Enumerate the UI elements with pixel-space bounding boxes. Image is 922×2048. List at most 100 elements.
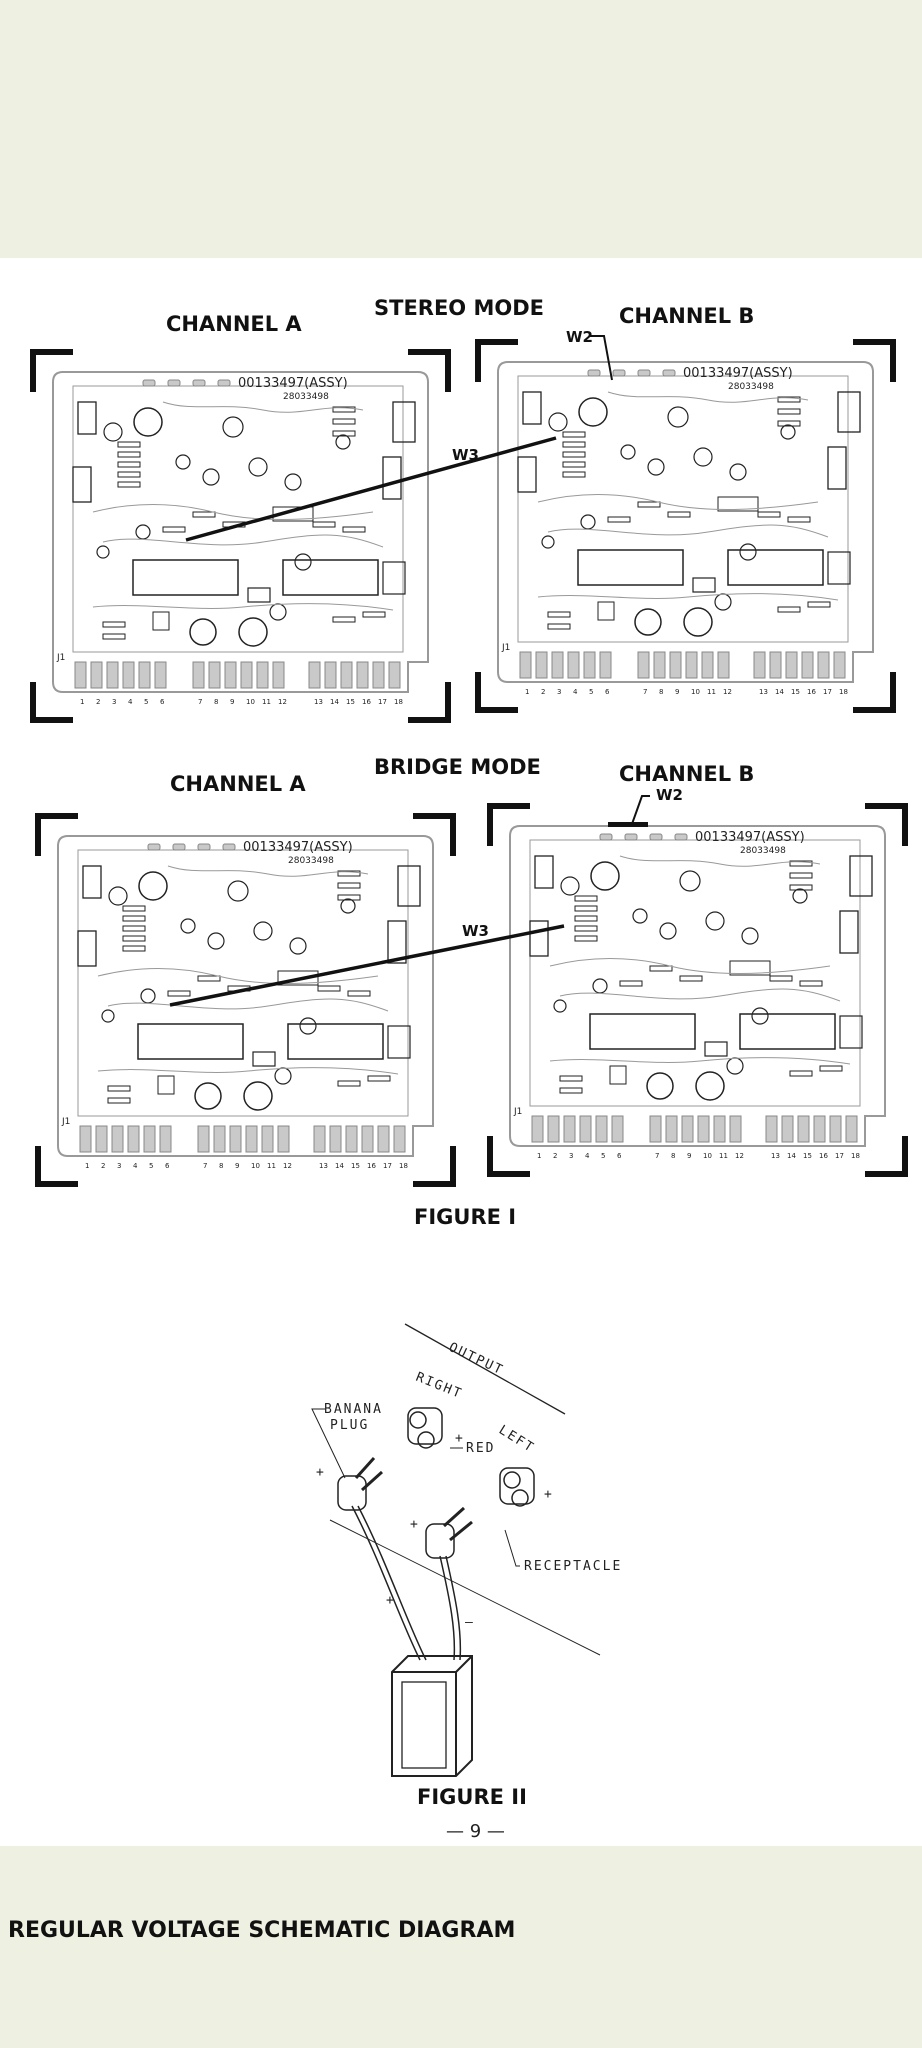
bridge-b-pin-5: 5	[601, 1152, 605, 1160]
stereo-a-connector-label: J1	[56, 653, 65, 663]
bridge-a-assembly-number: 00133497(ASSY)	[243, 840, 353, 855]
bridge-b-pin-13: 13	[771, 1152, 780, 1160]
page-number: — 9 —	[446, 1821, 505, 1842]
manual-page	[0, 258, 922, 1846]
bridge-a-pin-12: 12	[283, 1162, 292, 1170]
bridge-a-pin-6: 6	[165, 1162, 170, 1170]
bridge-a-pin-7: 7	[203, 1162, 207, 1170]
stereo-w3-label: W3	[452, 446, 479, 464]
banana-plug-label-2: PLUG	[330, 1418, 369, 1433]
bridge-a-pin-4: 4	[133, 1162, 138, 1170]
stereo-a-pin-14: 14	[330, 698, 339, 706]
stereo-b-pin-3: 3	[557, 688, 561, 696]
bridge-b-pin-15: 15	[803, 1152, 812, 1160]
bridge-channel-b-label: CHANNEL B	[619, 762, 755, 786]
stereo-a-pin-16: 16	[362, 698, 371, 706]
bridge-b-pin-17: 17	[835, 1152, 844, 1160]
stereo-a-pin-1: 1	[80, 698, 84, 706]
bridge-channel-a-label: CHANNEL A	[170, 772, 306, 796]
stereo-w3-wire	[185, 436, 557, 542]
bridge-b-pin-9: 9	[687, 1152, 691, 1160]
bridge-a-pin-11: 11	[267, 1162, 276, 1170]
red-label: RED	[466, 1441, 495, 1456]
bridge-a-pin-16: 16	[367, 1162, 376, 1170]
stereo-b-pin-1: 1	[525, 688, 529, 696]
svg-text:+: +	[316, 1465, 326, 1480]
bridge-b-connector-label: J1	[513, 1107, 522, 1117]
figure-2-drawing: OUTPUT RIGHT LEFT RED RECEPTACLE BANANA …	[311, 1323, 622, 1777]
bridge-w2-jumper	[608, 822, 648, 827]
stereo-b-pin-7: 7	[643, 688, 647, 696]
bridge-w3-wire	[169, 924, 565, 1007]
bridge-b-pin-11: 11	[719, 1152, 728, 1160]
stereo-b-pin-18: 18	[839, 688, 848, 696]
stereo-a-pin-2: 2	[96, 698, 100, 706]
stereo-channel-b-board	[478, 342, 893, 710]
stereo-b-pin-17: 17	[823, 688, 832, 696]
stereo-b-pin-11: 11	[707, 688, 716, 696]
bridge-w2-label: W2	[656, 786, 683, 804]
bridge-b-pin-7: 7	[655, 1152, 659, 1160]
stereo-b-pin-5: 5	[589, 688, 593, 696]
stereo-a-pin-3: 3	[112, 698, 116, 706]
bridge-b-assembly-number: 00133497(ASSY)	[695, 830, 805, 845]
stereo-a-pin-7: 7	[198, 698, 202, 706]
stereo-a-pin-18: 18	[394, 698, 403, 706]
stereo-a-pin-11: 11	[262, 698, 271, 706]
bridge-b-pin-8: 8	[671, 1152, 675, 1160]
stereo-w2-leader	[590, 335, 613, 381]
stereo-channel-a-label: CHANNEL A	[166, 312, 302, 336]
stereo-b-pin-9: 9	[675, 688, 679, 696]
left-label: LEFT	[496, 1423, 537, 1457]
bridge-channel-b-board	[490, 806, 905, 1174]
bridge-a-pin-18: 18	[399, 1162, 408, 1170]
stereo-channel-a-board	[33, 352, 448, 720]
stereo-a-pin-15: 15	[346, 698, 355, 706]
stereo-a-pin-8: 8	[214, 698, 218, 706]
bridge-b-pin-10: 10	[703, 1152, 712, 1160]
figure-2-caption: FIGURE II	[417, 1785, 527, 1809]
bridge-a-pin-2: 2	[101, 1162, 105, 1170]
bridge-b-pin-14: 14	[787, 1152, 796, 1160]
svg-text:+: +	[386, 1593, 396, 1608]
stereo-b-pin-10: 10	[691, 688, 700, 696]
stereo-a-assembly-number: 00133497(ASSY)	[238, 376, 348, 391]
bridge-b-pin-4: 4	[585, 1152, 590, 1160]
stereo-a-pin-12: 12	[278, 698, 287, 706]
bridge-b-pin-12: 12	[735, 1152, 744, 1160]
figure-1-caption: FIGURE I	[414, 1205, 517, 1229]
bridge-w3-label: W3	[462, 922, 489, 940]
stereo-b-pin-4: 4	[573, 688, 578, 696]
bridge-a-pin-9: 9	[235, 1162, 239, 1170]
svg-text:+: +	[455, 1431, 465, 1446]
bridge-w2-leader	[631, 795, 650, 825]
stereo-b-pin-14: 14	[775, 688, 784, 696]
stereo-mode-title: STEREO MODE	[374, 296, 544, 320]
stereo-a-pin-9: 9	[230, 698, 234, 706]
bridge-b-board-number: 28033498	[740, 846, 786, 856]
stereo-b-pin-13: 13	[759, 688, 768, 696]
stereo-a-pin-13: 13	[314, 698, 323, 706]
stereo-b-pin-15: 15	[791, 688, 800, 696]
bridge-a-pin-17: 17	[383, 1162, 392, 1170]
stereo-channel-b-label: CHANNEL B	[619, 304, 755, 328]
bridge-a-pin-13: 13	[319, 1162, 328, 1170]
bridge-b-pin-16: 16	[819, 1152, 828, 1160]
bridge-a-pin-3: 3	[117, 1162, 121, 1170]
stereo-a-pin-17: 17	[378, 698, 387, 706]
bridge-mode-title: BRIDGE MODE	[374, 755, 541, 779]
stereo-a-pin-4: 4	[128, 698, 133, 706]
bridge-a-connector-label: J1	[61, 1117, 70, 1127]
svg-text:+: +	[544, 1487, 554, 1502]
bridge-a-pin-10: 10	[251, 1162, 260, 1170]
stereo-b-pin-12: 12	[723, 688, 732, 696]
receptacle-label: RECEPTACLE	[524, 1559, 622, 1574]
right-label: RIGHT	[414, 1370, 465, 1402]
bridge-b-pin-6: 6	[617, 1152, 622, 1160]
stereo-b-pin-8: 8	[659, 688, 663, 696]
bridge-b-pin-18: 18	[851, 1152, 860, 1160]
bridge-a-pin-8: 8	[219, 1162, 223, 1170]
output-label: OUTPUT	[446, 1340, 506, 1379]
bridge-a-pin-15: 15	[351, 1162, 360, 1170]
